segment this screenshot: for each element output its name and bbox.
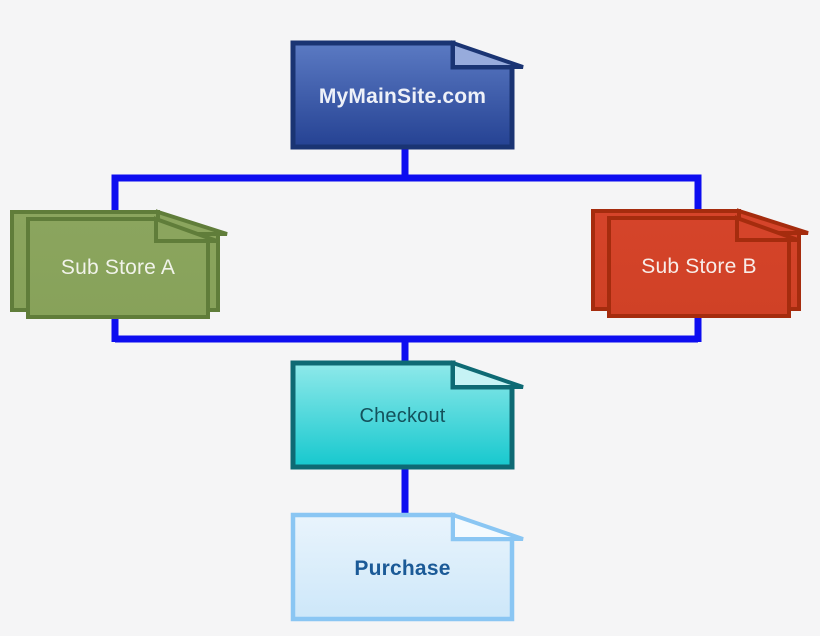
- node-mymainsite: [290, 40, 528, 152]
- multiple-documents-icon: [591, 208, 809, 318]
- node-checkout: [290, 360, 528, 472]
- node-purchase: [290, 512, 528, 624]
- multiple-documents-icon: [10, 209, 228, 319]
- document-shape-icon: [290, 512, 524, 622]
- document-shape-icon: [290, 360, 524, 470]
- document-shape-icon: [290, 40, 524, 150]
- node-sub-store-a: [8, 208, 234, 324]
- node-sub-store-b: [589, 207, 815, 323]
